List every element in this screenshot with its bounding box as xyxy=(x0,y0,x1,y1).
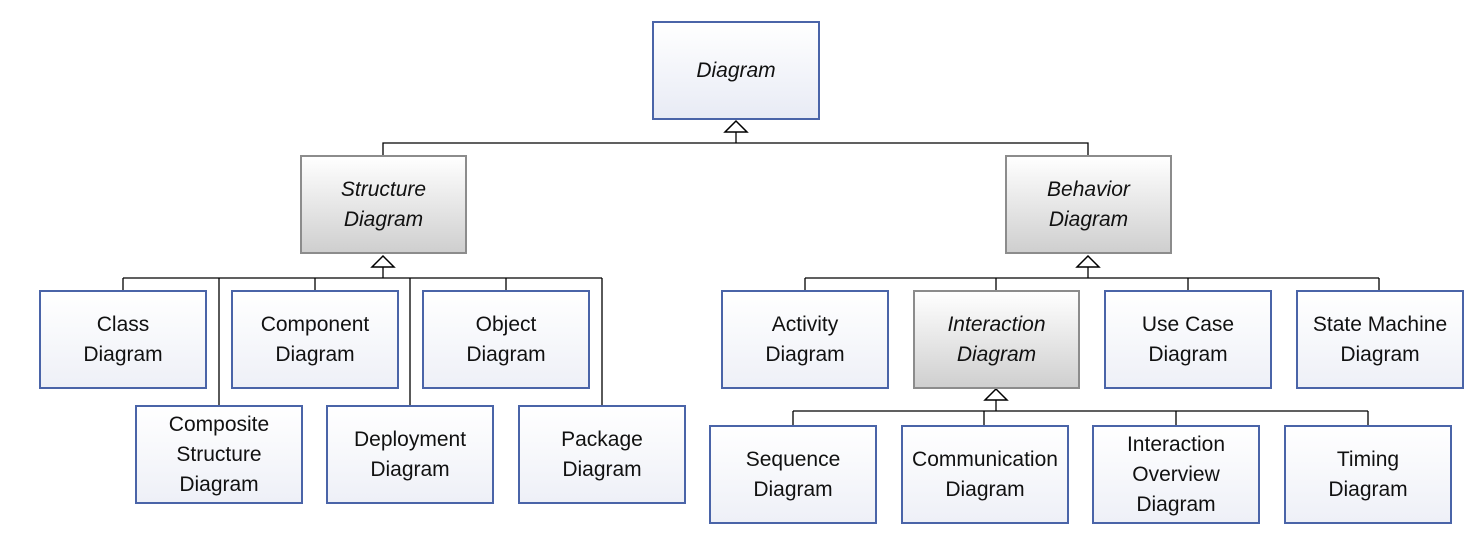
object-diagram-label: Object Diagram xyxy=(466,312,546,366)
class-diagram-node: Class Diagram xyxy=(39,290,207,389)
component-diagram-node: Component Diagram xyxy=(231,290,399,389)
timing-diagram-label: Timing Diagram xyxy=(1328,447,1408,501)
interaction-diagram-label: Interaction Diagram xyxy=(947,312,1046,366)
communication-diagram-label: Communication Diagram xyxy=(912,447,1058,501)
component-diagram-label: Component Diagram xyxy=(260,312,370,366)
activity-diagram-label: Activity Diagram xyxy=(765,312,845,366)
timing-diagram-node: Timing Diagram xyxy=(1284,425,1452,524)
communication-diagram-node: Communication Diagram xyxy=(901,425,1069,524)
state-machine-diagram-node: State Machine Diagram xyxy=(1296,290,1464,389)
package-diagram-node: Package Diagram xyxy=(518,405,686,504)
structure-diagram-label: Structure Diagram xyxy=(340,177,427,231)
root-branch-line xyxy=(382,142,1089,155)
object-diagram-node: Object Diagram xyxy=(422,290,590,389)
behavior-diagram-node: Behavior Diagram xyxy=(1005,155,1172,254)
diagram-label: Diagram xyxy=(696,58,776,82)
class-diagram-label: Class Diagram xyxy=(83,312,163,366)
interaction-diagram-node: Interaction Diagram xyxy=(913,290,1080,389)
composite-structure-diagram-label: Composite Structure Diagram xyxy=(168,412,270,496)
structure-diagram-node: Structure Diagram xyxy=(300,155,467,254)
activity-diagram-node: Activity Diagram xyxy=(721,290,889,389)
package-diagram-label: Package Diagram xyxy=(561,427,643,481)
generalization-arrowhead xyxy=(723,119,749,133)
generalization-arrowhead xyxy=(1075,254,1101,268)
use-case-diagram-node: Use Case Diagram xyxy=(1104,290,1272,389)
diagram-node: Diagram xyxy=(652,21,820,120)
deployment-diagram-label: Deployment Diagram xyxy=(353,427,467,481)
sequence-diagram-label: Sequence Diagram xyxy=(745,447,841,501)
composite-structure-diagram-node: Composite Structure Diagram xyxy=(135,405,303,504)
deployment-diagram-node: Deployment Diagram xyxy=(326,405,494,504)
use-case-diagram-label: Use Case Diagram xyxy=(1141,312,1235,366)
behavior-diagram-label: Behavior Diagram xyxy=(1047,177,1130,231)
state-machine-diagram-label: State Machine Diagram xyxy=(1312,312,1448,366)
interaction-overview-diagram-node: Interaction Overview Diagram xyxy=(1092,425,1260,524)
generalization-arrowhead xyxy=(983,387,1009,401)
generalization-arrowhead xyxy=(370,254,396,268)
sequence-diagram-node: Sequence Diagram xyxy=(709,425,877,524)
interaction-overview-diagram-label: Interaction Overview Diagram xyxy=(1126,432,1226,516)
